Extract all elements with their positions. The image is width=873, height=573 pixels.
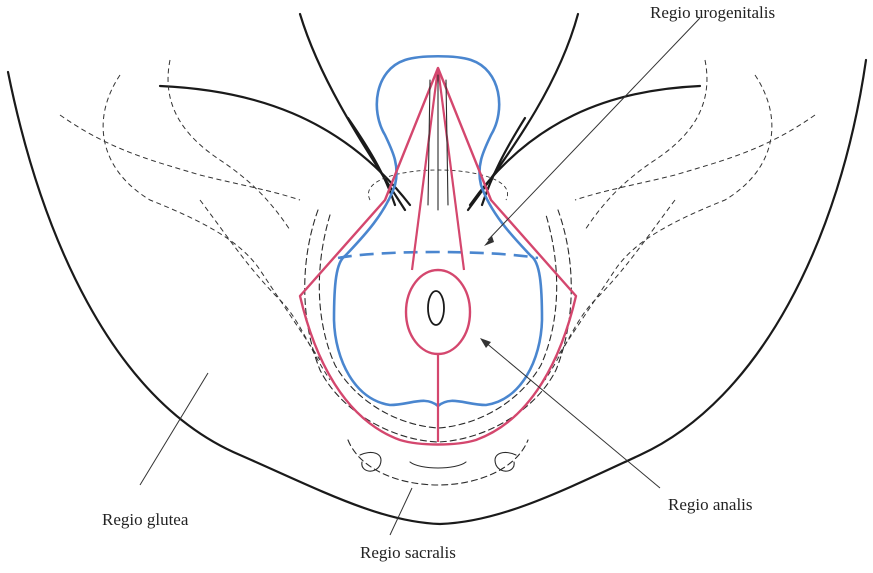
pointer-urogenital-arrow xyxy=(484,236,494,246)
label-regio-sacralis: Regio sacralis xyxy=(360,543,456,562)
label-regio-analis: Regio analis xyxy=(668,495,753,514)
right-pelvic-bone-2 xyxy=(585,60,707,230)
left-pelvic-bone-2 xyxy=(168,60,290,230)
pointer-analis xyxy=(485,342,660,488)
right-ischium xyxy=(545,200,675,380)
label-regio-urogenitalis: Regio urogenitalis xyxy=(650,3,775,22)
pointer-sacralis xyxy=(390,488,412,535)
label-regio-glutea: Regio glutea xyxy=(102,510,189,529)
left-thigh-line xyxy=(160,86,410,205)
left-pelvic-bone xyxy=(103,75,320,360)
pink-anal-ring xyxy=(406,270,470,354)
anus-opening xyxy=(428,291,444,325)
blue-dashed-divider xyxy=(338,252,538,258)
right-thigh-line xyxy=(470,86,700,205)
pointer-urogenital xyxy=(488,18,700,240)
coccyx-outline xyxy=(348,440,528,485)
pointer-analis-arrow xyxy=(480,338,491,348)
left-ischium xyxy=(200,200,330,380)
sacral-curl-mid xyxy=(410,462,466,468)
left-ilium xyxy=(60,115,300,200)
right-ilium xyxy=(575,115,815,200)
right-pelvic-bone xyxy=(555,75,772,360)
sacral-curl-left xyxy=(360,452,381,471)
sacral-curl-right xyxy=(495,452,516,471)
